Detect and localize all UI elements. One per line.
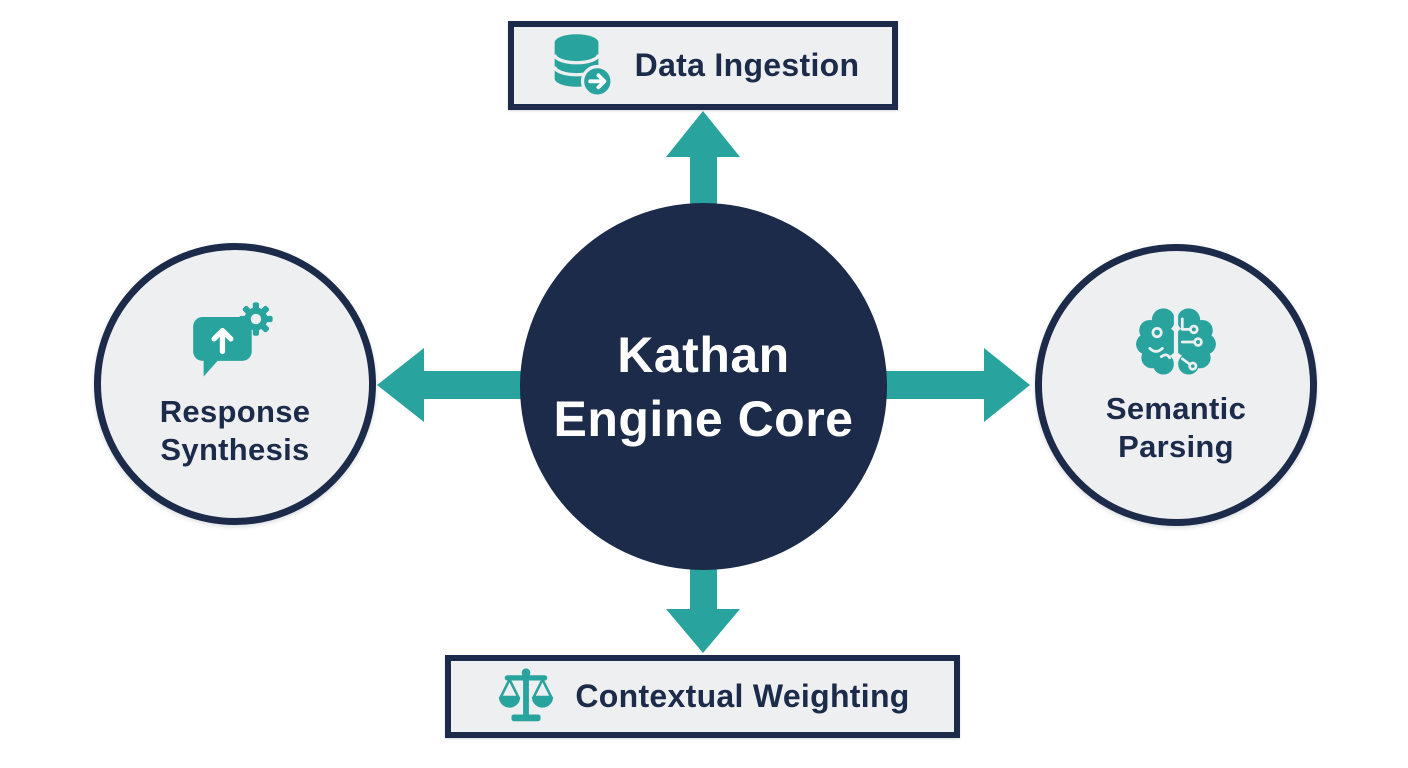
balance-scale-icon xyxy=(495,666,557,728)
arrow-down-icon xyxy=(666,564,740,653)
label-line-2: Parsing xyxy=(1118,429,1234,464)
label-line-2: Synthesis xyxy=(160,432,310,467)
arrow-right-icon xyxy=(886,348,1030,422)
core-node-kathan-engine: Kathan Engine Core xyxy=(520,203,887,570)
node-data-ingestion: Data Ingestion xyxy=(508,21,898,110)
label-line-1: Semantic xyxy=(1105,390,1247,426)
arrow-up-icon xyxy=(666,111,740,206)
node-label-contextual-weighting: Contextual Weighting xyxy=(575,678,910,714)
arrow-left-icon xyxy=(377,348,523,422)
node-label-data-ingestion: Data Ingestion xyxy=(634,47,860,83)
core-label-line-2: Engine Core xyxy=(553,390,854,447)
core-label-line-1: Kathan xyxy=(617,326,790,383)
brain-circuit-icon xyxy=(1134,304,1218,380)
database-export-icon xyxy=(547,31,617,101)
node-contextual-weighting: Contextual Weighting xyxy=(445,655,960,738)
chat-bubble-gear-icon xyxy=(189,299,281,383)
label-line-1: Response xyxy=(159,393,311,429)
